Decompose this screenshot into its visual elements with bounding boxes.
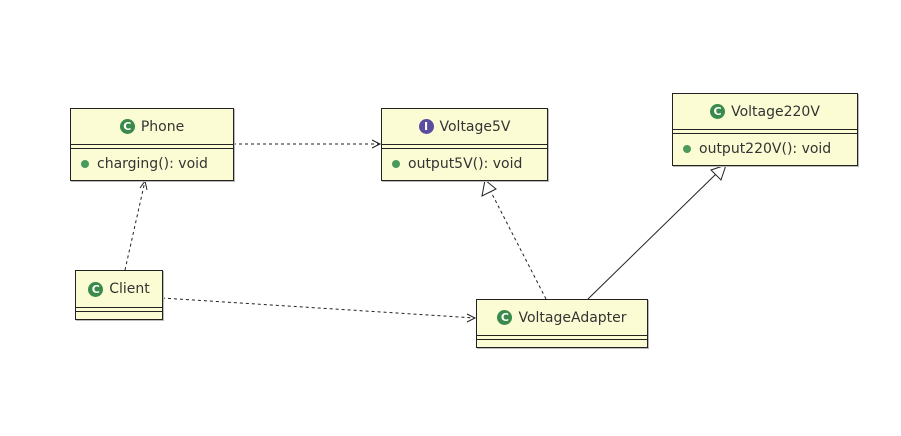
- adapter-to-voltage5v-realization: [481, 179, 547, 300]
- method: output5V(): void: [408, 156, 523, 172]
- class-name: VoltageAdapter: [518, 309, 627, 326]
- phone-to-voltage5v-dependency: [233, 139, 382, 149]
- interface-icon: I: [418, 119, 434, 134]
- method: output220V(): void: [699, 141, 832, 157]
- class-name: Voltage5V: [439, 118, 511, 135]
- attributes-compartment: [382, 145, 547, 149]
- client-to-phone-dependency: [124, 179, 148, 271]
- class-name: Client: [109, 281, 150, 297]
- public-method-icon: [392, 160, 400, 168]
- attributes-compartment: [477, 336, 647, 340]
- method: charging(): void: [97, 156, 208, 172]
- attributes-compartment: [71, 145, 233, 149]
- attributes-compartment: [76, 308, 162, 312]
- class-icon: C: [710, 104, 726, 119]
- attributes-compartment: [673, 130, 857, 134]
- adapter-to-voltage220v-generalization: [587, 164, 727, 300]
- class-client[interactable]: C Client: [75, 270, 163, 320]
- class-name: Voltage220V: [731, 103, 820, 120]
- class-voltage-adapter[interactable]: C VoltageAdapter: [476, 299, 648, 348]
- interface-voltage5v[interactable]: I Voltage5V output5V(): void: [381, 108, 548, 181]
- class-phone[interactable]: C Phone charging(): void: [70, 108, 234, 181]
- methods-compartment: [477, 340, 647, 345]
- public-method-icon: [683, 145, 691, 153]
- client-to-adapter-dependency: [161, 297, 477, 323]
- class-name: Phone: [140, 118, 185, 135]
- class-icon: C: [88, 281, 104, 297]
- class-icon: C: [497, 310, 513, 325]
- methods-compartment: [76, 312, 162, 317]
- class-voltage220v[interactable]: C Voltage220V output220V(): void: [672, 93, 858, 166]
- class-icon: C: [119, 119, 135, 134]
- public-method-icon: [81, 160, 89, 168]
